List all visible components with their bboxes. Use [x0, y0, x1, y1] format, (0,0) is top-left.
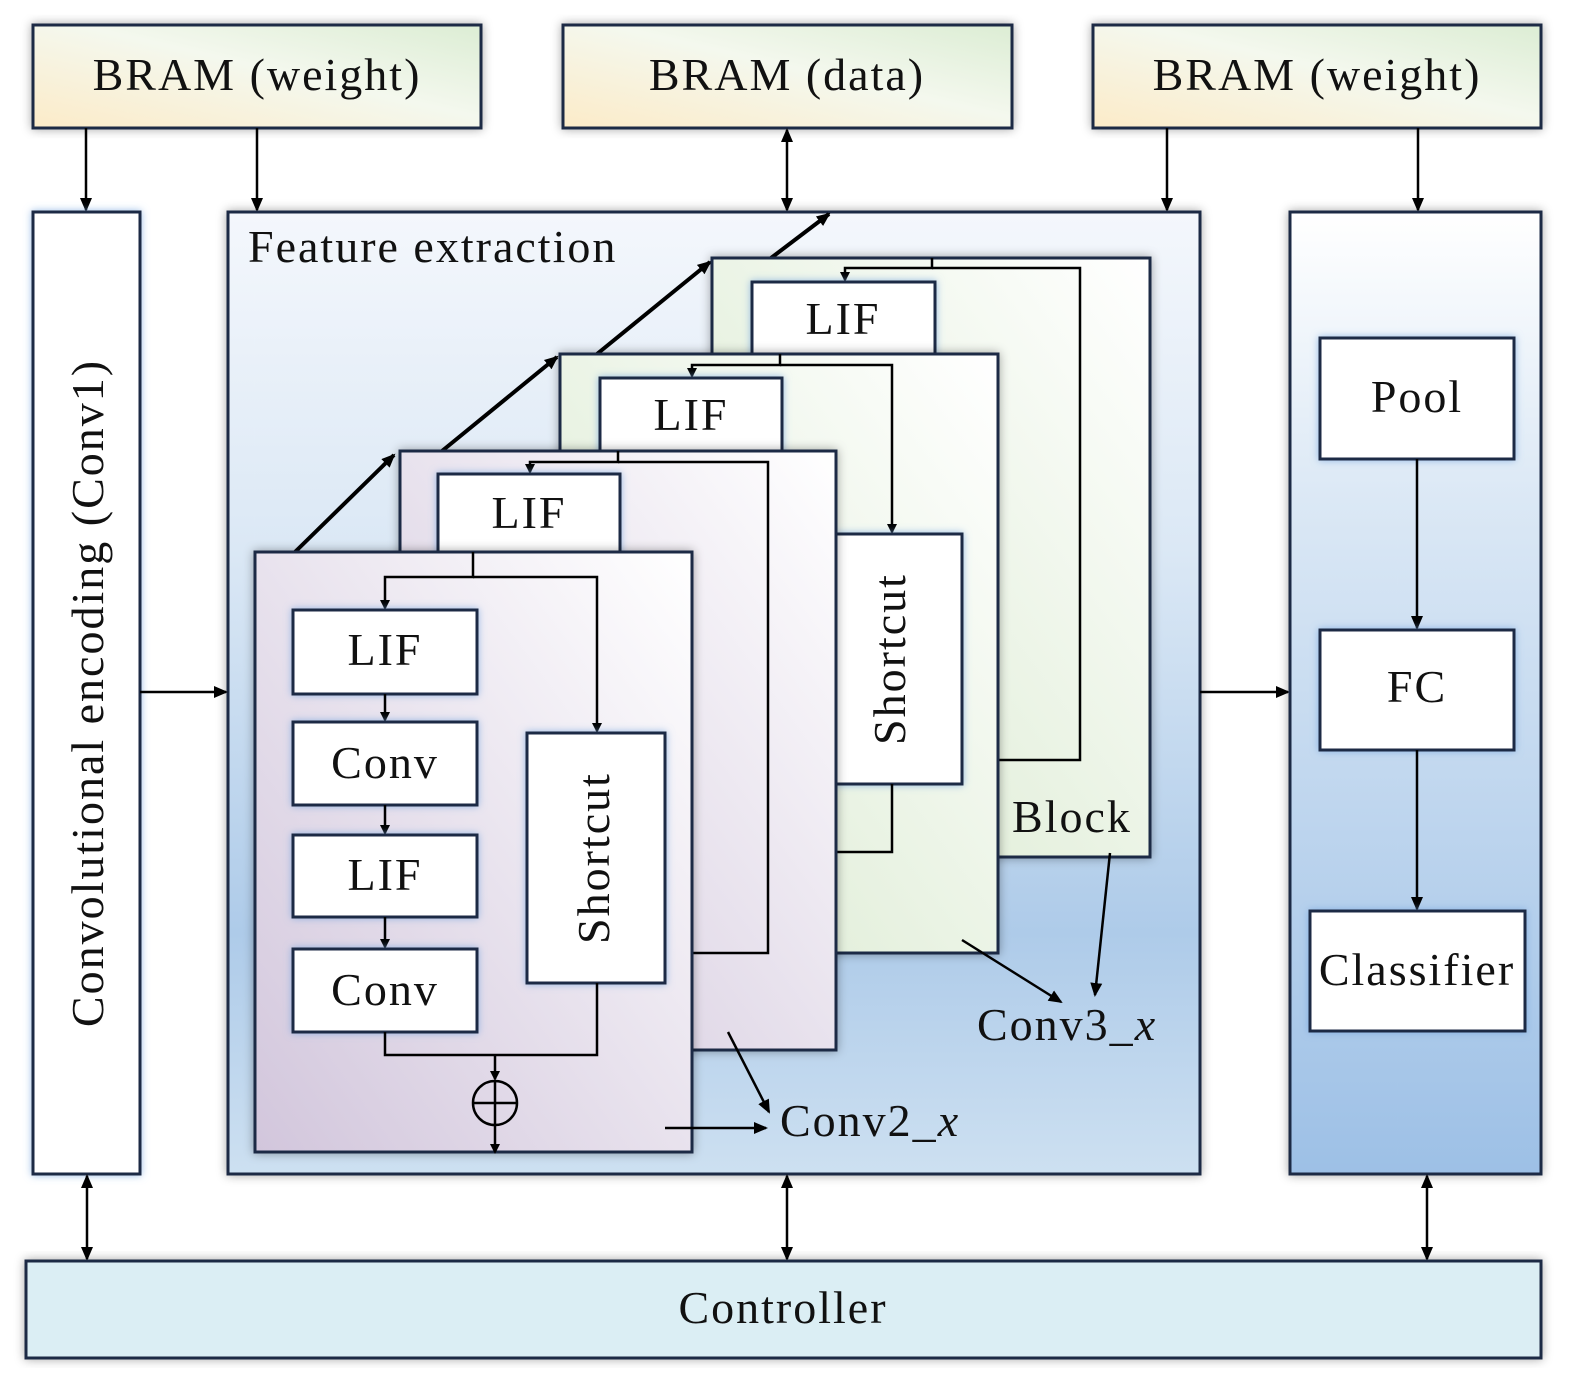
bram-data-label: BRAM (data): [649, 49, 925, 100]
residual-block-front: LIF Conv LIF Conv Shortcut: [253, 550, 694, 1154]
stage-annotations: Conv2_x Conv3_x: [665, 852, 1157, 1146]
bram-weight-left: BRAM (weight): [31, 23, 483, 130]
shortcut-label: Shortcut: [864, 573, 915, 745]
convolutional-encoding-box: Convolutional encoding (Conv1): [31, 210, 142, 1176]
conv-box: [291, 947, 479, 1034]
classifier-label: Classifier: [1319, 944, 1515, 995]
bram-data: BRAM (data): [561, 23, 1014, 130]
lif-box: [291, 608, 479, 696]
conv3-x-label: Conv3_x: [977, 999, 1157, 1050]
lif-label: LIF: [654, 389, 729, 440]
lif-label: LIF: [348, 849, 423, 900]
sum-icon: [471, 1079, 519, 1127]
classifier-box: [1308, 909, 1527, 1033]
shortcut-box: [525, 731, 667, 985]
conv-label: Conv: [331, 737, 439, 788]
pool-box: [1318, 336, 1516, 461]
bram-weight-right-label: BRAM (weight): [1153, 49, 1482, 100]
block-label: Block: [1012, 791, 1132, 842]
shortcut-label: Shortcut: [568, 772, 619, 944]
conv-label: Conv: [331, 964, 439, 1015]
controller-arrows: [81, 1174, 1433, 1261]
bram-weight-right: BRAM (weight): [1091, 23, 1543, 130]
fc-label: FC: [1387, 661, 1447, 712]
conv2-x-label: Conv2_x: [780, 1095, 960, 1146]
lif-label: LIF: [348, 624, 423, 675]
lif-box: [436, 472, 622, 566]
controller-box: Controller: [24, 1259, 1543, 1360]
convolutional-encoding-label: Convolutional encoding (Conv1): [62, 359, 113, 1027]
shortcut-box: [834, 532, 964, 786]
conv-box: [291, 720, 479, 807]
lif-label: LIF: [806, 293, 881, 344]
classifier-head-box: Pool FC Classifier: [1288, 210, 1543, 1176]
lif-box: [291, 833, 479, 919]
controller-label: Controller: [678, 1282, 887, 1333]
pool-label: Pool: [1371, 371, 1463, 422]
stage-arrows: [293, 212, 831, 554]
bram-arrows: [80, 128, 1424, 212]
feature-extraction-title: Feature extraction: [248, 221, 617, 272]
lif-label: LIF: [492, 487, 567, 538]
bram-weight-left-label: BRAM (weight): [93, 49, 422, 100]
